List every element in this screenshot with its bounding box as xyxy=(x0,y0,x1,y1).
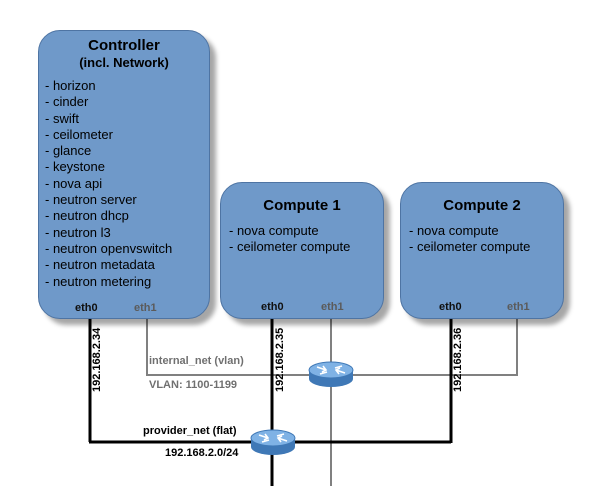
controller-node: Controller (incl. Network) - horizon- ci… xyxy=(38,30,210,319)
service-item: - swift xyxy=(45,110,79,126)
provider-net-subnet-label: 192.168.2.0/24 xyxy=(165,447,239,459)
internal-net-label: internal_net (vlan) xyxy=(149,355,244,367)
internal-net-vlan-label: VLAN: 1100-1199 xyxy=(149,379,238,391)
compute1-ip-label: 192.168.2.35 xyxy=(274,327,286,392)
service-item: - neutron openvswitch xyxy=(45,240,173,256)
service-item: - nova api xyxy=(45,175,103,191)
service-list: - nova compute- ceilometer compute xyxy=(409,223,563,256)
eth0-port-label: eth0 xyxy=(439,301,462,313)
service-list: - horizon- cinder- swift- ceilometer- gl… xyxy=(45,78,209,290)
service-item: - ceilometer compute xyxy=(409,239,531,255)
service-item: - neutron dhcp xyxy=(45,208,129,224)
eth1-port-label: eth1 xyxy=(321,301,344,313)
provider-net-label: provider_net (flat) xyxy=(143,425,237,437)
service-item: - cinder xyxy=(45,94,89,110)
eth1-port-label: eth1 xyxy=(507,301,530,313)
router-icon xyxy=(308,361,354,387)
service-item: - neutron metadata xyxy=(45,257,155,273)
node-title: Compute 1 xyxy=(263,197,341,214)
service-item: - ceilometer xyxy=(45,126,113,142)
eth1-port-label: eth1 xyxy=(134,302,157,314)
service-item: - neutron server xyxy=(45,192,137,208)
service-list: - nova compute- ceilometer compute xyxy=(229,223,383,256)
controller-ip-label: 192.168.2.34 xyxy=(91,327,103,392)
service-item: - nova compute xyxy=(229,223,319,238)
service-item: - neutron l3 xyxy=(45,224,111,240)
eth0-port-label: eth0 xyxy=(75,302,98,314)
eth0-port-label: eth0 xyxy=(261,301,284,313)
service-item: - ceilometer compute xyxy=(229,239,351,255)
router-icon xyxy=(250,429,296,455)
service-item: - nova compute xyxy=(409,223,499,238)
compute2-ip-label: 192.168.2.36 xyxy=(452,327,464,392)
node-title: Compute 2 xyxy=(443,197,521,214)
service-item: - keystone xyxy=(45,159,105,175)
service-item: - glance xyxy=(45,143,92,159)
compute1-node: Compute 1 - nova compute- ceilometer com… xyxy=(220,182,384,319)
service-item: - neutron metering xyxy=(45,273,152,289)
node-subtitle: (incl. Network) xyxy=(79,55,169,70)
service-item: - horizon xyxy=(45,78,96,93)
compute2-node: Compute 2 - nova compute- ceilometer com… xyxy=(400,182,564,319)
node-title: Controller xyxy=(88,37,160,54)
